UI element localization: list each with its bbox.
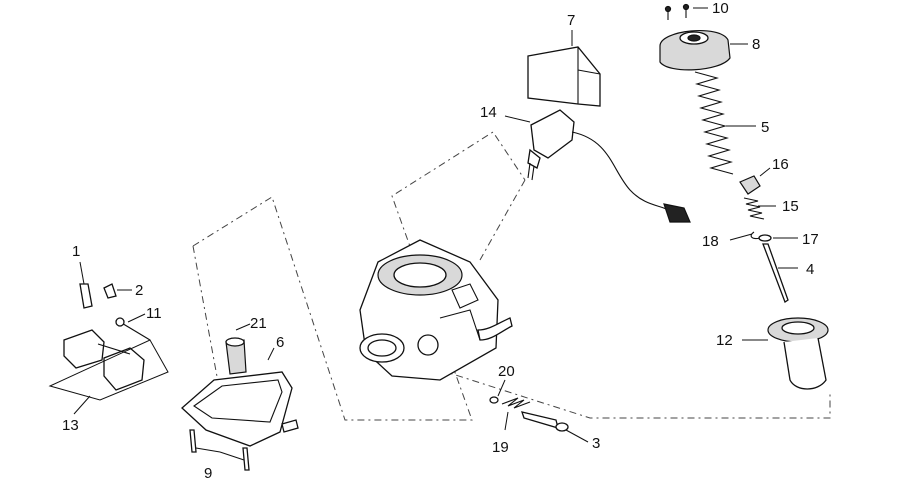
callout-4: 4 bbox=[806, 261, 814, 278]
leader-lines bbox=[73, 7, 798, 461]
part-14-sensor bbox=[527, 109, 691, 223]
part-16-needle-clip bbox=[739, 175, 761, 195]
callout-18: 18 bbox=[702, 233, 719, 250]
part-19-spring bbox=[501, 397, 531, 409]
callout-5: 5 bbox=[761, 119, 769, 136]
part-21-float-valve bbox=[225, 337, 247, 375]
callout-16: 16 bbox=[772, 156, 789, 173]
part-13-float bbox=[48, 329, 169, 401]
carburetor-body bbox=[359, 239, 513, 381]
part-10-screws bbox=[664, 3, 690, 20]
callout-8: 8 bbox=[752, 36, 760, 53]
part-7-block bbox=[527, 46, 601, 107]
part-2-jet bbox=[103, 283, 117, 299]
callout-6: 6 bbox=[276, 334, 284, 351]
callout-10: 10 bbox=[712, 0, 729, 17]
part-15-spring bbox=[743, 197, 765, 220]
callout-2: 2 bbox=[135, 282, 143, 299]
callout-labels: 1 2 3 4 5 6 7 8 9 10 11 12 13 14 15 16 1… bbox=[62, 0, 819, 482]
part-6-float-bowl bbox=[181, 371, 299, 447]
callout-1: 1 bbox=[72, 243, 80, 260]
part-18-washer bbox=[750, 231, 761, 240]
callout-3: 3 bbox=[592, 435, 600, 452]
callout-21: 21 bbox=[250, 315, 267, 332]
callout-11: 11 bbox=[146, 305, 162, 322]
part-1-jet bbox=[79, 283, 93, 309]
callout-12: 12 bbox=[716, 332, 733, 349]
callout-9: 9 bbox=[204, 465, 212, 482]
callout-17: 17 bbox=[802, 231, 819, 248]
callout-7: 7 bbox=[567, 12, 575, 29]
part-3-screw bbox=[521, 411, 569, 432]
callout-15: 15 bbox=[782, 198, 799, 215]
part-9-screws bbox=[189, 429, 250, 471]
part-17-washer bbox=[758, 234, 772, 242]
part-8-cap bbox=[659, 29, 731, 71]
callout-13: 13 bbox=[62, 417, 79, 434]
part-20-oring bbox=[489, 396, 499, 404]
callout-19: 19 bbox=[492, 439, 509, 456]
callout-14: 14 bbox=[480, 104, 497, 121]
part-11-pin bbox=[115, 317, 151, 341]
part-4-needle bbox=[762, 243, 789, 303]
callout-20: 20 bbox=[498, 363, 515, 380]
part-5-spring bbox=[694, 71, 734, 175]
part-12-slide bbox=[767, 317, 829, 390]
